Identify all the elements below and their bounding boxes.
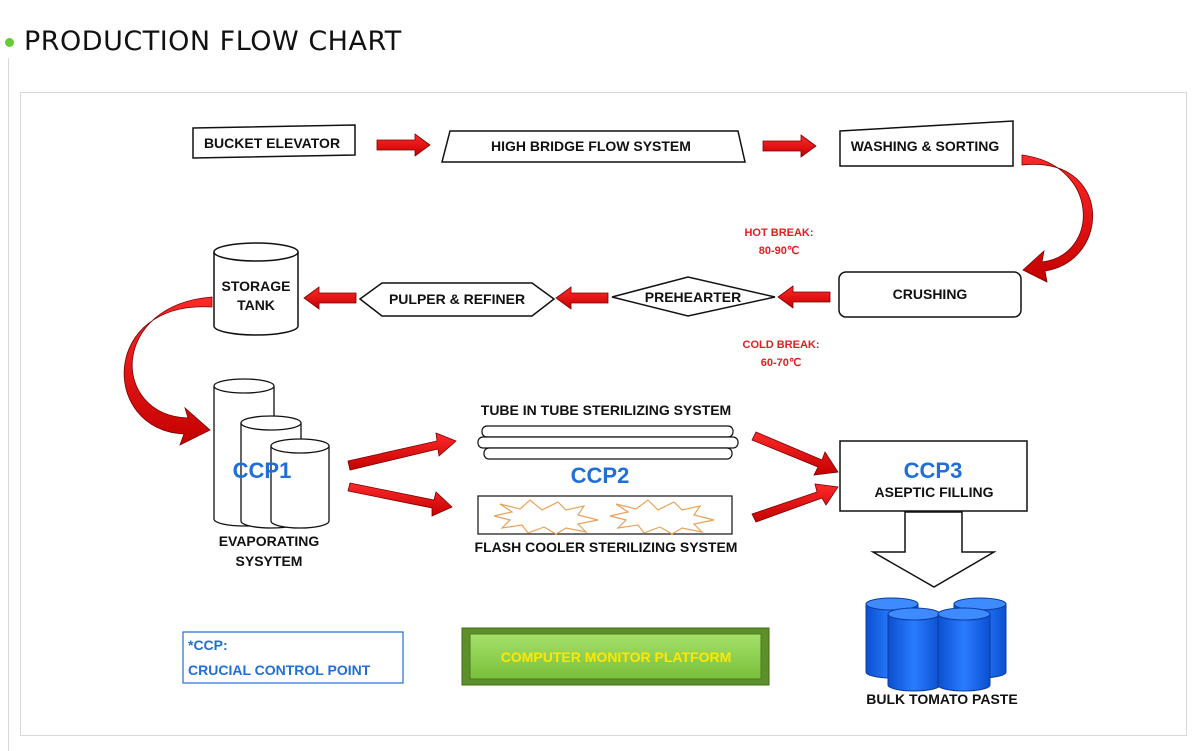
crushing-label: CRUSHING (893, 286, 968, 302)
legend-line2: CRUCIAL CONTROL POINT (188, 662, 371, 678)
storage-label-line1: STORAGE (222, 278, 291, 294)
cold-break-label: COLD BREAK: (743, 339, 820, 351)
prehearter-box: PREHEARTER (611, 276, 776, 317)
pulper-refiner-label: PULPER & REFINER (389, 291, 525, 307)
flash-cooler-graphic (477, 495, 733, 535)
evaporating-cylinders (213, 378, 330, 529)
flash-cooler-label: FLASH COOLER STERILIZING SYSTEM (475, 539, 738, 555)
evaporating-label-line2: SYSYTEM (236, 553, 303, 569)
bucket-elevator-box: BUCKET ELEVATOR (192, 124, 356, 159)
arrow-crushing-to-prehearter (777, 285, 831, 309)
arrow-pulper-to-storage (303, 286, 357, 310)
title-bullet (5, 38, 14, 47)
arrow-tube-to-aseptic (751, 431, 839, 476)
arrow-bucket-to-bridge (376, 133, 431, 157)
page-title: PRODUCTION FLOW CHART (24, 26, 402, 57)
margin-rule (8, 58, 9, 751)
tube-in-tube-graphic (477, 425, 739, 460)
ccp1-label: CCP1 (233, 458, 292, 483)
monitor-label: COMPUTER MONITOR PLATFORM (501, 649, 731, 665)
evaporating-label-line1: EVAPORATING (219, 533, 320, 549)
washing-sorting-box: WASHING & SORTING (839, 120, 1014, 167)
curved-arrow-storage-to-evaporating (123, 296, 213, 446)
ccp2-label: CCP2 (571, 463, 630, 488)
diagram-frame (20, 92, 1187, 736)
tube-in-tube-label: TUBE IN TUBE STERILIZING SYSTEM (481, 402, 731, 418)
prehearter-label: PREHEARTER (645, 289, 741, 305)
aseptic-filling-label: ASEPTIC FILLING (875, 484, 994, 500)
hot-break-temp: 80-90℃ (759, 245, 800, 257)
ccp-legend-box: *CCP: CRUCIAL CONTROL POINT (182, 631, 404, 684)
high-bridge-box: HIGH BRIDGE FLOW SYSTEM (441, 130, 746, 163)
pulper-refiner-box: PULPER & REFINER (358, 282, 556, 317)
arrow-bridge-to-washing (762, 134, 817, 158)
down-arrow-to-bulk (870, 511, 997, 588)
crushing-box: CRUSHING (838, 271, 1022, 318)
legend-line1: *CCP: (188, 637, 228, 653)
arrow-evap-to-flash (347, 482, 453, 517)
bulk-tomato-paste-label: BULK TOMATO PASTE (866, 691, 1017, 707)
high-bridge-label: HIGH BRIDGE FLOW SYSTEM (491, 138, 691, 154)
computer-monitor-platform-button: COMPUTER MONITOR PLATFORM (461, 627, 770, 686)
aseptic-filling-box: CCP3 ASEPTIC FILLING (839, 440, 1028, 512)
arrow-flash-to-aseptic (751, 483, 839, 523)
cold-break-temp: 60-70℃ (761, 357, 802, 369)
washing-sorting-label: WASHING & SORTING (851, 138, 1000, 154)
curved-arrow-washing-to-crushing (1021, 154, 1094, 283)
bulk-drums (865, 597, 1007, 692)
storage-label-line2: TANK (237, 297, 275, 313)
bucket-elevator-label: BUCKET ELEVATOR (204, 135, 340, 151)
arrow-prehearter-to-pulper (555, 286, 609, 310)
hot-break-label: HOT BREAK: (744, 227, 813, 239)
storage-tank: STORAGE TANK (213, 242, 299, 336)
arrow-evap-to-tube (347, 432, 457, 471)
ccp3-label: CCP3 (904, 458, 963, 483)
